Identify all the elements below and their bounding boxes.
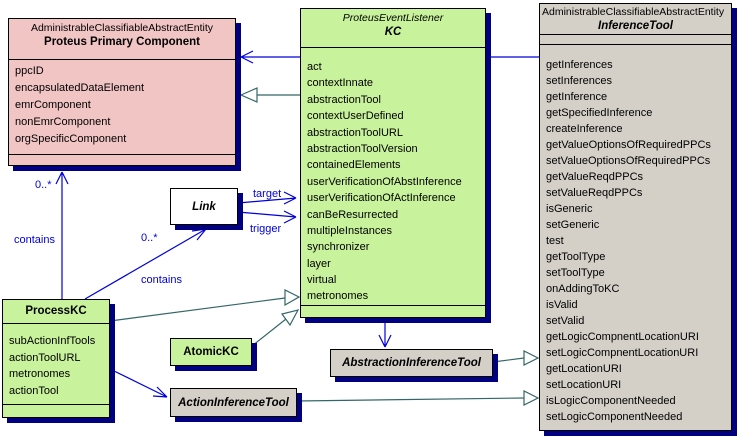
class-stereotype: ProteusEventListener xyxy=(342,12,444,24)
class-name: InferenceTool xyxy=(598,20,673,32)
member-item: synchronizer xyxy=(307,241,370,254)
class-stereotype: AdministrableClassifiableAbstractEntity xyxy=(30,22,214,34)
class-actioninferencetool[interactable]: ActionInferenceTool xyxy=(170,388,297,417)
member-item: getSpecifiedInference xyxy=(546,107,653,119)
association-processkc-link-contains[interactable]: 0..* contains xyxy=(84,228,207,300)
member-item: act xyxy=(307,61,322,73)
member-item: setValueOptionsOfRequiredPPCs xyxy=(546,155,711,167)
class-proteus-primary-component[interactable]: AdministrableClassifiableAbstractEntity … xyxy=(8,18,236,166)
member-item: getToolType xyxy=(546,251,606,263)
member-item: metronomes xyxy=(307,290,369,303)
label-multiplicity-vertical: 0..* xyxy=(35,179,52,191)
class-processkc[interactable]: ProcessKC subActionInfTools actionToolURL… xyxy=(2,299,110,418)
member-item: getValueOptionsOfRequiredPPCs xyxy=(546,139,711,151)
member-item: metronomes xyxy=(9,368,71,380)
member-item: abstractionTool xyxy=(307,93,381,106)
operations-compartment: getInferences setInferences getInference ge… xyxy=(540,44,731,430)
member-item: actionTool xyxy=(9,384,59,397)
class-title-compartment: ProcessKC xyxy=(3,300,109,323)
member-item: contextInnate xyxy=(307,77,374,90)
member-item: setLocationURI xyxy=(546,379,622,391)
member-item: orgSpecificComponent xyxy=(15,133,127,145)
member-item: test xyxy=(546,235,564,247)
member-item: abstractionToolURL xyxy=(307,126,403,139)
label-trigger: trigger xyxy=(250,223,282,235)
member-item: containedElements xyxy=(307,159,401,172)
member-item: getLogicCompnentLocationURI xyxy=(546,331,699,343)
member-item: abstractionToolVersion xyxy=(307,142,418,155)
member-item: getInferences xyxy=(546,59,613,71)
generalization-atomickc-kc[interactable] xyxy=(251,309,300,347)
member-item: createInference xyxy=(546,123,623,135)
member-item: virtual xyxy=(307,274,337,287)
member-item: nonEmrComponent xyxy=(15,116,111,128)
member-item: setToolType xyxy=(546,267,605,279)
member-item: canBeResurrected xyxy=(307,208,399,221)
member-item: encapsulatedDataElement xyxy=(15,82,145,94)
member-item: setValueReqdPPCs xyxy=(546,187,643,199)
generalization-processkc-kc[interactable] xyxy=(109,289,301,322)
label-target: target xyxy=(253,188,281,200)
member-item: isValid xyxy=(546,299,578,311)
class-title-compartment: AdministrableClassifiableAbstractEntity … xyxy=(9,19,235,59)
label-contains-vertical: contains xyxy=(14,234,55,246)
class-name: AbstractionInferenceTool xyxy=(342,357,481,369)
member-item: isLogicComponentNeeded xyxy=(546,395,676,407)
association-processkc-actioninferencetool[interactable] xyxy=(109,368,168,398)
association-kc-abstractioninferencetool[interactable] xyxy=(378,318,392,348)
generalization-actioninferencetool-inferencetool[interactable] xyxy=(296,390,540,406)
member-item: layer xyxy=(307,257,331,270)
attributes-compartment: ppcID encapsulatedDataElement emrComponent… xyxy=(9,59,235,154)
member-item: multipleInstances xyxy=(307,224,392,237)
member-item: emrComponent xyxy=(15,99,91,111)
association-kc-ppc[interactable] xyxy=(240,50,300,64)
attributes-compartment: act contextInnate abstractionTool contextUs… xyxy=(301,47,485,305)
class-name: ActionInferenceTool xyxy=(178,396,289,409)
member-item: setLogicCompnentLocationURI xyxy=(546,347,699,359)
attributes-compartment: subActionInfTools actionToolURL metronomes… xyxy=(3,323,109,404)
class-inferencetool[interactable]: AdministrableClassifiableAbstractEntity … xyxy=(539,3,732,431)
member-item: setValid xyxy=(546,315,585,327)
member-item: ppcID xyxy=(15,65,44,77)
attributes-compartment-empty xyxy=(540,34,731,44)
member-item: getLocationURI xyxy=(546,363,622,375)
class-title-compartment: ProteusEventListener KC xyxy=(301,9,485,47)
member-item: userVerificationOfActInference xyxy=(307,192,456,205)
operations-compartment-empty xyxy=(3,404,109,417)
class-name: KC xyxy=(384,26,402,38)
class-name: AtomicKC xyxy=(183,346,239,358)
class-stereotype: AdministrableClassifiableAbstractEntity xyxy=(542,6,725,18)
operations-compartment-empty xyxy=(9,154,235,165)
member-item: userVerificationOfAbstInference xyxy=(307,175,462,188)
generalization-abstractioninferencetool-inferencetool[interactable] xyxy=(492,350,540,366)
class-title-compartment: AdministrableClassifiableAbstractEntity … xyxy=(540,4,731,34)
member-item: actionToolURL xyxy=(9,351,81,364)
member-item: getValueReqdPPCs xyxy=(546,171,644,183)
class-link[interactable]: Link xyxy=(170,188,238,225)
class-name: Proteus Primary Component xyxy=(44,36,200,48)
generalization-kc-ppc[interactable] xyxy=(239,87,300,103)
class-name: ProcessKC xyxy=(25,305,87,317)
association-link-kc-target[interactable]: target xyxy=(237,188,297,205)
class-kc[interactable]: ProteusEventListener KC act contextInnate… xyxy=(300,8,486,318)
member-item: setInferences xyxy=(546,75,613,87)
member-item: setGeneric xyxy=(546,219,600,231)
operations-compartment-empty xyxy=(301,305,485,317)
class-atomickc[interactable]: AtomicKC xyxy=(170,338,252,366)
association-link-kc-trigger[interactable]: trigger xyxy=(237,210,297,235)
class-abstractioninferencetool[interactable]: AbstractionInferenceTool xyxy=(330,349,493,377)
label-contains-diagonal: contains xyxy=(141,274,182,286)
class-name: Link xyxy=(192,200,216,213)
member-item: contextUserDefined xyxy=(307,110,404,123)
member-item: getInference xyxy=(546,91,608,103)
member-item: subActionInfTools xyxy=(9,335,96,347)
label-multiplicity-diagonal: 0..* xyxy=(141,232,158,244)
member-item: setLogicComponentNeeded xyxy=(546,411,683,423)
member-item: onAddingToKC xyxy=(546,283,620,295)
member-item: isGeneric xyxy=(546,203,593,215)
association-processkc-ppc-contains[interactable]: 0..* contains xyxy=(14,171,69,299)
